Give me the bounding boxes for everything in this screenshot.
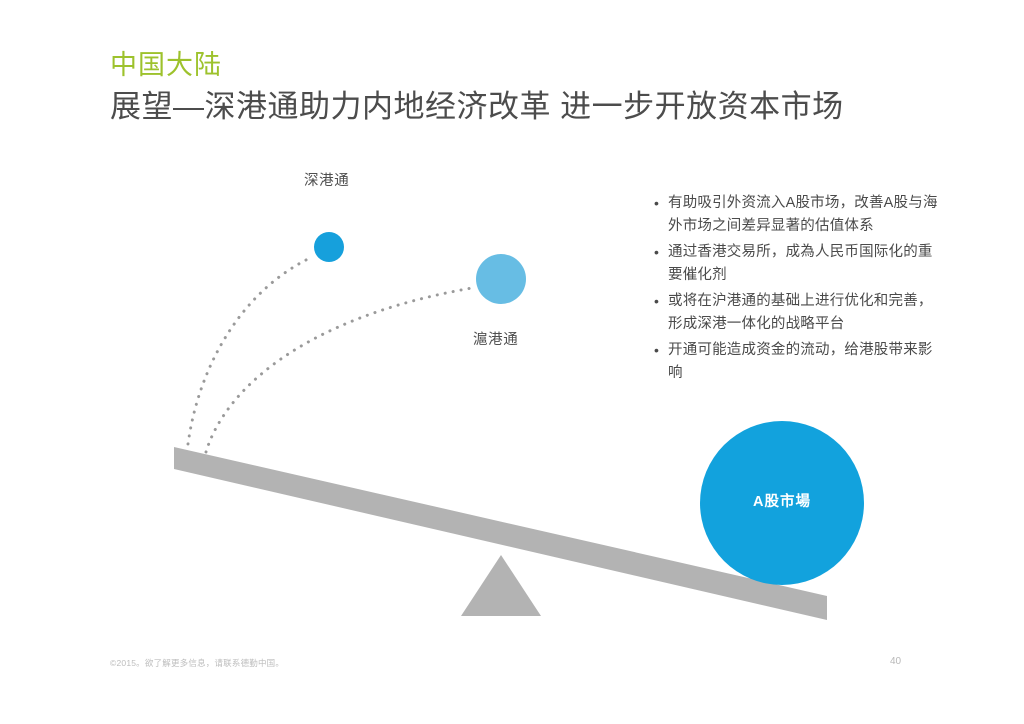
- footer-copyright: ©2015。欲了解更多信息，请联系德勤中国。: [110, 658, 285, 668]
- eyebrow-heading: 中国大陆: [110, 50, 222, 80]
- list-item: • 通过香港交易所，成為人民币国际化的重要催化剂: [654, 241, 939, 287]
- list-item: • 或将在沪港通的基础上进行优化和完善，形成深港一体化的战略平台: [654, 290, 939, 336]
- bullet-dot-icon: •: [654, 293, 659, 309]
- circle-shenzhen-connect: [314, 232, 344, 262]
- title-block: 中国大陆 展望—深港通助力内地经济改革 进一步开放资本市场: [110, 48, 940, 128]
- circle-shanghai-connect: [476, 254, 526, 304]
- page-number: 40: [890, 656, 902, 667]
- list-item-text: 有助吸引外资流入A股市场，改善A股与海外市场之间差异显著的估值体系: [668, 195, 938, 234]
- trajectory-path-shanghai: [204, 286, 474, 454]
- page-title: 展望—深港通助力内地经济改革 进一步开放资本市场: [110, 89, 844, 124]
- list-item-text: 通过香港交易所，成為人民币国际化的重要催化剂: [668, 244, 933, 283]
- list-item: • 开通可能造成资金的流动，给港股带来影响: [654, 339, 939, 385]
- trajectory-path-shenzhen: [185, 256, 312, 454]
- list-item: • 有助吸引外资流入A股市场，改善A股与海外市场之间差异显著的估值体系: [654, 192, 939, 238]
- label-shenzhen-connect: 深港通: [304, 173, 350, 189]
- label-a-share-market: A股市場: [753, 494, 811, 510]
- seesaw-beam: [174, 447, 827, 620]
- bullet-list: • 有助吸引外资流入A股市场，改善A股与海外市场之间差异显著的估值体系 • 通过…: [654, 192, 939, 388]
- bullet-dot-icon: •: [654, 342, 659, 358]
- fulcrum-triangle: [461, 555, 541, 616]
- bullet-dot-icon: •: [654, 244, 659, 260]
- list-item-text: 开通可能造成资金的流动，给港股带来影响: [668, 342, 933, 381]
- label-shanghai-connect: 滬港通: [473, 332, 519, 348]
- list-item-text: 或将在沪港通的基础上进行优化和完善，形成深港一体化的战略平台: [668, 293, 933, 332]
- bullet-dot-icon: •: [654, 195, 659, 211]
